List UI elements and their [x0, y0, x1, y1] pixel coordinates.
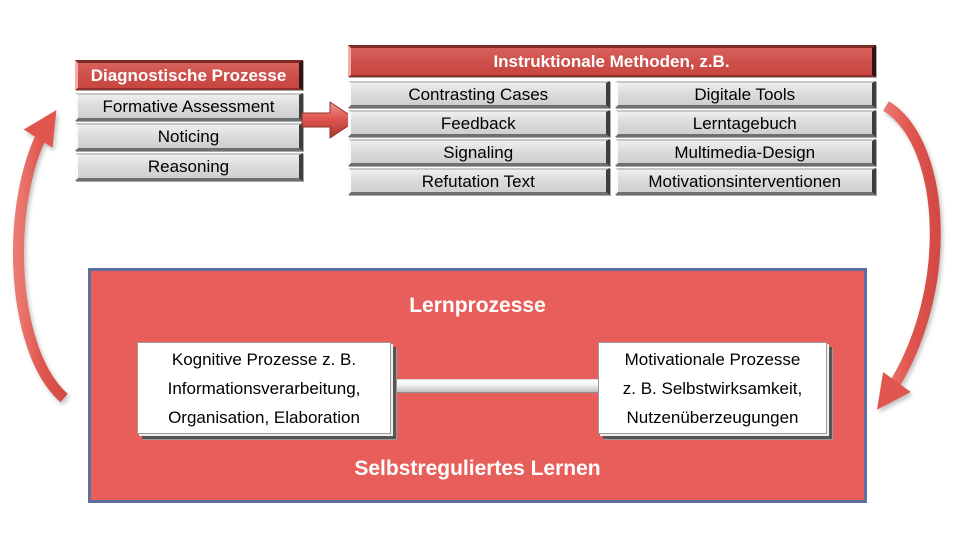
learning-processes-box: Lernprozesse Kognitive Prozesse z. B. In…: [88, 268, 867, 503]
cycle-arrow-right-icon: [877, 101, 941, 410]
diagnostic-item: Noticing: [75, 123, 303, 151]
cognitive-processes-box: Kognitive Prozesse z. B. Informationsver…: [137, 342, 391, 434]
method-item: Signaling: [348, 139, 610, 166]
methods-row: Signaling Multimedia-Design: [348, 139, 876, 166]
learning-title: Lernprozesse: [409, 294, 546, 317]
methods-row: Feedback Lerntagebuch: [348, 110, 876, 137]
cycle-arrow-left-icon: [12, 109, 68, 403]
method-item: Feedback: [348, 110, 610, 137]
methods-panel: Instruktionale Methoden, z.B. Contrastin…: [348, 45, 876, 197]
diagnostic-header: Diagnostische Prozesse: [75, 60, 303, 90]
method-item: Refutation Text: [348, 168, 610, 195]
diagnostic-item: Formative Assessment: [75, 93, 303, 121]
method-item: Lerntagebuch: [614, 110, 876, 137]
self-regulated-learning-label: Selbstreguliertes Lernen: [354, 457, 601, 480]
methods-header: Instruktionale Methoden, z.B.: [348, 45, 876, 77]
flow-arrow-icon: [301, 101, 358, 139]
method-item: Multimedia-Design: [614, 139, 876, 166]
method-item: Contrasting Cases: [348, 81, 610, 108]
diagnostic-item: Reasoning: [75, 153, 303, 181]
motivational-processes-box: Motivationale Prozesse z. B. Selbstwirks…: [598, 342, 827, 434]
methods-row: Contrasting Cases Digitale Tools: [348, 81, 876, 108]
process-connector-bar: [391, 379, 599, 393]
diagnostic-panel: Diagnostische Prozesse Formative Assessm…: [75, 60, 303, 183]
methods-row: Refutation Text Motivationsinterventione…: [348, 168, 876, 195]
method-item: Motivationsinterventionen: [614, 168, 876, 195]
method-item: Digitale Tools: [614, 81, 876, 108]
